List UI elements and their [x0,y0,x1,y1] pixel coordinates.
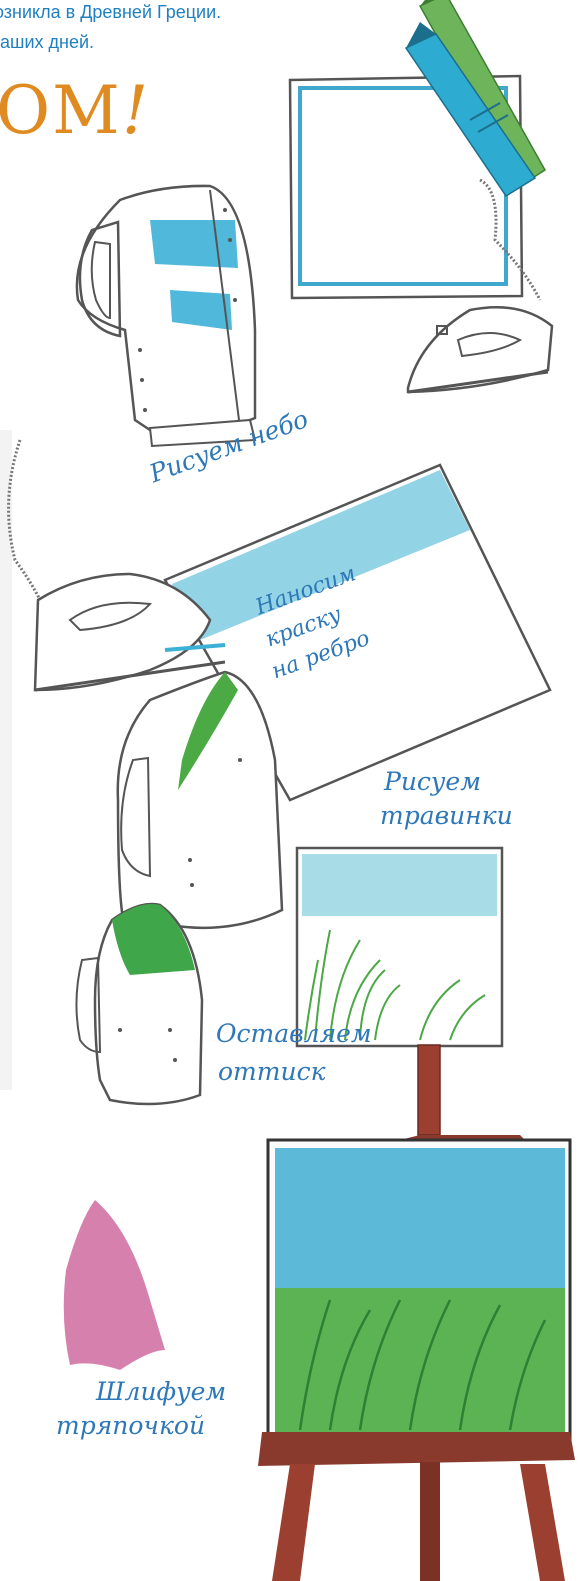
easel-icon [258,1045,575,1581]
rag-icon [64,1200,165,1370]
caption-imprint-2: оттиск [218,1058,326,1086]
iron-icon [118,672,282,928]
iron-icon [9,440,225,690]
caption-grass-1: Рисуем [384,768,481,796]
iron-icon [76,904,202,1104]
caption-polish-1: Шлифуем [96,1378,226,1406]
iron-icon [77,186,255,446]
caption-polish-2: тряпочкой [56,1412,205,1440]
caption-imprint-1: Оставляем [216,1020,372,1048]
caption-grass-2: травинки [380,802,513,830]
canvas-icon [297,848,502,1046]
